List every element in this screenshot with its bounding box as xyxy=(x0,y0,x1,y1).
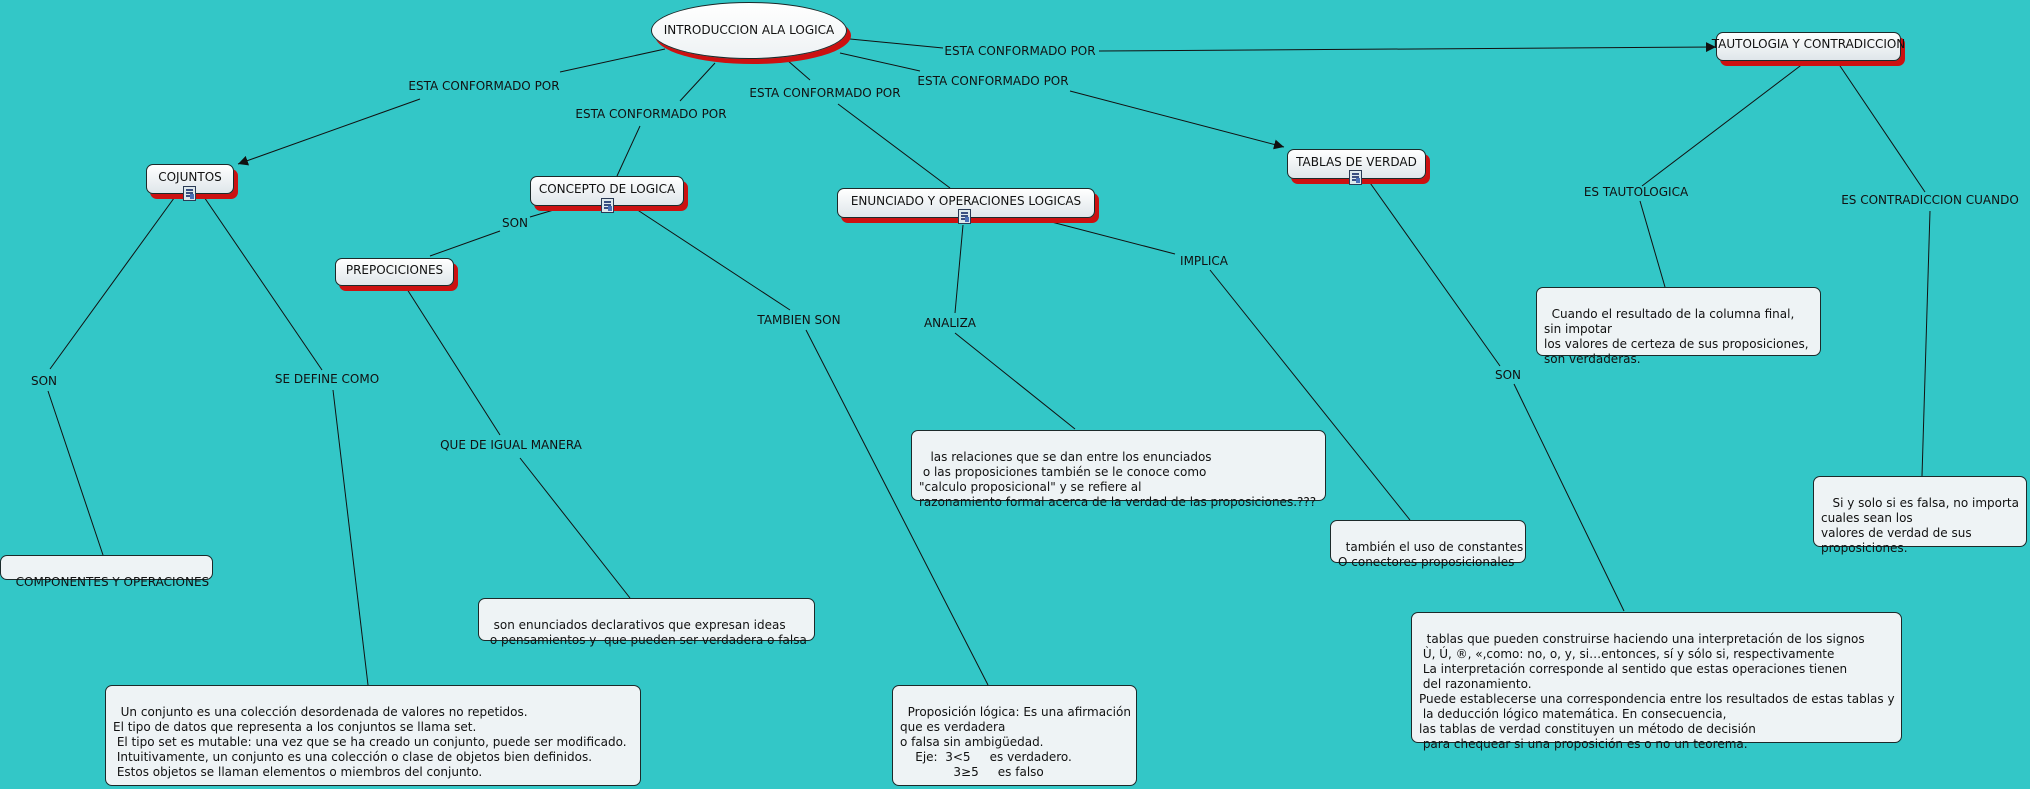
edge-label5-tautologia xyxy=(1098,42,1717,53)
edge-define-conjunto xyxy=(332,389,369,686)
link-label-son: SON xyxy=(501,216,529,230)
edge-igual-enunciados xyxy=(519,457,631,599)
edge-implica-constantes xyxy=(1209,269,1411,521)
node-prepociciones[interactable]: PREPOCICIONES xyxy=(335,258,454,286)
edge-tautologia-contradiccion xyxy=(1835,59,1926,193)
leaf-tablas-definicion[interactable]: tablas que pueden construirse haciendo u… xyxy=(1411,612,1902,751)
edge-label1-cojuntos xyxy=(237,98,421,166)
edge-cojuntos-define xyxy=(201,193,323,371)
leaf-contradiccion-definicion[interactable]: Si y solo si es falsa, no importa cuales… xyxy=(1813,476,2027,555)
edge-label3-enunciado xyxy=(837,103,951,189)
link-label-igual-manera: QUE DE IGUAL MANERA xyxy=(440,438,582,452)
edge-root-label2 xyxy=(679,62,716,102)
node-prepociciones-label: PREPOCICIONES xyxy=(345,262,444,277)
node-tablas-verdad-label: TABLAS DE VERDAD xyxy=(1296,154,1417,169)
link-label-tambien-son: TAMBIEN SON xyxy=(757,313,841,327)
leaf-tautologia-definicion-text: Cuando el resultado de la columna final,… xyxy=(1544,307,1809,366)
edge-tambien-proposicion xyxy=(805,329,989,686)
edge-son-prepociciones xyxy=(429,230,501,257)
edge-analiza-relaciones xyxy=(954,332,1076,430)
edge-cojuntos-son xyxy=(49,193,178,370)
link-label-son: SON xyxy=(30,374,58,388)
link-label-conformado: ESTA CONFORMADO POR xyxy=(944,44,1096,58)
leaf-contradiccion-definicion-text: Si y solo si es falsa, no importa cuales… xyxy=(1821,496,2019,555)
root-node[interactable]: INTRODUCCION ALA LOGICA xyxy=(651,2,847,59)
link-label-conformado: ESTA CONFORMADO POR xyxy=(917,74,1069,88)
edge-contradiccion-def xyxy=(1921,210,1931,477)
document-icon[interactable] xyxy=(1349,170,1362,185)
edge-concepto-son xyxy=(529,208,558,218)
node-tautologia-label: TAUTOLOGIA Y CONTRADICCION xyxy=(1711,37,1906,51)
edge-son-componentes xyxy=(47,390,104,556)
leaf-constantes[interactable]: también el uso de constantes O conectore… xyxy=(1330,520,1526,569)
leaf-conjunto-definicion-text: Un conjunto es una colección desordenada… xyxy=(113,705,627,779)
node-enunciado-label: ENUNCIADO Y OPERACIONES LOGICAS xyxy=(850,193,1082,208)
leaf-enunciados-declarativos[interactable]: son enunciados declarativos que expresan… xyxy=(478,598,815,647)
edge-label2-concepto xyxy=(616,125,641,177)
edge-prepociciones-igual xyxy=(404,285,501,436)
leaf-componentes-text: COMPONENTES Y OPERACIONES xyxy=(15,575,210,589)
edge-concepto-tambien xyxy=(635,208,791,311)
link-label-es-tautologica: ES TAUTOLOGICA xyxy=(1583,185,1689,199)
leaf-componentes[interactable]: COMPONENTES Y OPERACIONES xyxy=(0,555,213,589)
edge-tautologia-es xyxy=(1641,59,1809,187)
link-label-conformado: ESTA CONFORMADO POR xyxy=(575,107,727,121)
edge-root-label1 xyxy=(559,48,666,73)
edge-enunciado-analiza xyxy=(954,224,964,314)
edge-enunciado-implica xyxy=(1039,218,1176,255)
edge-tablas-son xyxy=(1367,179,1501,367)
edge-root-label3 xyxy=(786,59,811,81)
node-cojuntos[interactable]: COJUNTOS xyxy=(146,164,234,194)
leaf-proposicion-text: Proposición lógica: Es una afirmación qu… xyxy=(900,705,1131,779)
link-label-conformado: ESTA CONFORMADO POR xyxy=(749,86,901,100)
node-concepto-logica-label: CONCEPTO DE LOGICA xyxy=(538,181,676,196)
leaf-constantes-text: también el uso de constantes O conectore… xyxy=(1338,540,1524,569)
link-label-conformado: ESTA CONFORMADO POR xyxy=(408,79,560,93)
document-icon[interactable] xyxy=(958,209,971,224)
node-enunciado[interactable]: ENUNCIADO Y OPERACIONES LOGICAS xyxy=(837,188,1095,218)
leaf-proposicion[interactable]: Proposición lógica: Es una afirmación qu… xyxy=(892,685,1137,786)
leaf-conjunto-definicion[interactable]: Un conjunto es una colección desordenada… xyxy=(105,685,641,786)
edge-root-label4 xyxy=(839,52,921,72)
document-icon[interactable] xyxy=(601,198,614,213)
edge-label4-tablas xyxy=(1069,90,1285,150)
node-tautologia[interactable]: TAUTOLOGIA Y CONTRADICCION xyxy=(1712,32,1905,61)
node-cojuntos-label: COJUNTOS xyxy=(158,169,222,184)
link-label-se-define-como: SE DEFINE COMO xyxy=(274,372,380,386)
link-label-son: SON xyxy=(1494,368,1522,382)
leaf-relaciones-text: las relaciones que se dan entre los enun… xyxy=(919,450,1317,509)
link-label-implica: IMPLICA xyxy=(1180,254,1228,268)
leaf-tautologia-definicion[interactable]: Cuando el resultado de la columna final,… xyxy=(1536,287,1821,366)
edge-root-label5 xyxy=(849,38,944,49)
leaf-tablas-definicion-text: tablas que pueden construirse haciendo u… xyxy=(1419,632,1895,751)
edge-son-tablasdef xyxy=(1513,383,1625,612)
link-label-es-contradiccion: ES CONTRADICCION CUANDO xyxy=(1841,193,2019,207)
document-icon[interactable] xyxy=(183,186,196,201)
link-label-analiza: ANALIZA xyxy=(923,316,977,330)
leaf-relaciones[interactable]: las relaciones que se dan entre los enun… xyxy=(911,430,1326,509)
leaf-enunciados-declarativos-text: son enunciados declarativos que expresan… xyxy=(489,618,807,647)
edge-es-tautologiadef xyxy=(1639,200,1666,288)
root-node-label: INTRODUCCION ALA LOGICA xyxy=(663,23,835,37)
